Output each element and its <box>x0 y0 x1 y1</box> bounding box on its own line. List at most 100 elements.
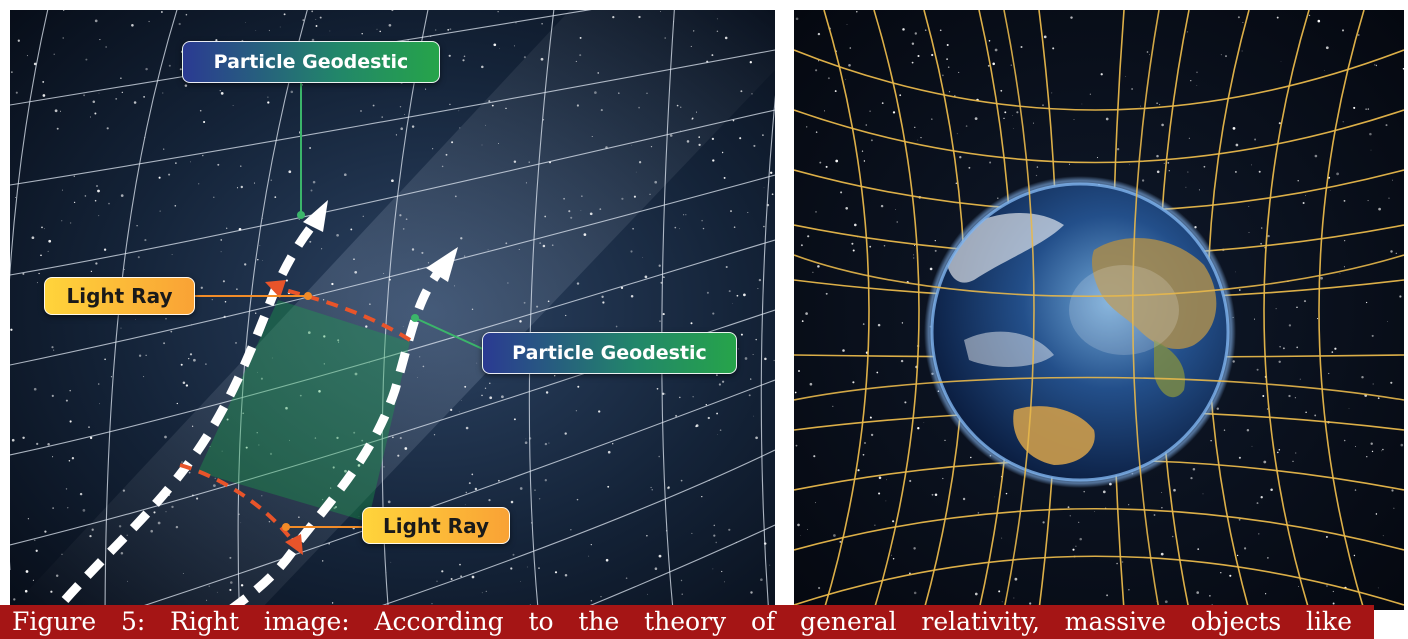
star <box>1155 601 1157 603</box>
star <box>1251 445 1253 447</box>
star <box>965 125 968 127</box>
star <box>845 206 849 210</box>
star <box>681 593 683 595</box>
star <box>38 272 40 275</box>
star <box>89 116 91 118</box>
star <box>279 26 281 28</box>
star <box>763 225 765 228</box>
asia-landmass <box>1091 238 1217 350</box>
star <box>519 320 522 323</box>
star <box>679 396 681 399</box>
star <box>917 54 920 58</box>
light-ray-top-arrowhead <box>265 280 286 298</box>
star <box>913 254 915 256</box>
geodesic-arrowhead-right <box>426 247 458 282</box>
star <box>216 591 218 593</box>
star <box>229 556 232 559</box>
star <box>861 150 864 152</box>
star <box>171 505 174 509</box>
star <box>431 603 433 605</box>
star <box>240 185 243 189</box>
star <box>712 159 715 162</box>
star-field <box>10 10 775 610</box>
star <box>1128 589 1130 591</box>
star <box>570 216 573 219</box>
star <box>61 553 63 555</box>
star <box>863 160 866 162</box>
star <box>1375 64 1378 67</box>
star <box>728 290 731 293</box>
star <box>1089 93 1091 95</box>
star <box>575 410 578 412</box>
star <box>329 30 331 32</box>
star <box>721 380 725 383</box>
star <box>350 228 353 231</box>
star <box>230 581 233 584</box>
star <box>702 227 705 230</box>
star <box>67 507 69 509</box>
star <box>31 236 35 240</box>
star <box>1190 476 1193 480</box>
star <box>459 127 461 129</box>
star <box>26 55 28 57</box>
star <box>89 436 93 440</box>
star <box>646 535 648 537</box>
star <box>1209 595 1211 597</box>
star <box>654 567 658 570</box>
star <box>381 116 383 118</box>
star <box>157 521 161 525</box>
star <box>1298 585 1299 587</box>
star <box>1392 179 1393 181</box>
star <box>851 242 854 245</box>
star <box>15 196 17 198</box>
star <box>770 171 773 174</box>
star <box>1294 397 1296 399</box>
star <box>222 280 225 283</box>
star <box>737 348 739 350</box>
star <box>110 376 113 378</box>
star <box>1241 50 1243 52</box>
star <box>968 166 971 169</box>
star <box>974 592 978 596</box>
star <box>931 118 933 120</box>
star <box>421 251 424 254</box>
star <box>240 584 244 587</box>
star <box>103 248 107 251</box>
star <box>597 72 599 74</box>
star <box>538 567 540 569</box>
star <box>199 109 202 112</box>
star <box>800 244 803 247</box>
star <box>544 479 547 482</box>
star <box>1070 16 1073 19</box>
star <box>399 106 402 108</box>
star <box>242 412 245 415</box>
star <box>730 210 732 213</box>
star <box>773 359 775 362</box>
star <box>120 327 122 329</box>
star <box>133 101 137 104</box>
star <box>1129 164 1130 166</box>
star <box>158 176 161 179</box>
star <box>221 450 223 452</box>
star <box>69 420 72 423</box>
star <box>354 372 358 376</box>
star <box>570 529 572 531</box>
star <box>148 20 150 23</box>
star <box>1167 162 1170 164</box>
star <box>42 80 45 83</box>
star <box>178 22 181 26</box>
star <box>977 512 980 514</box>
star <box>299 394 302 397</box>
star <box>1275 308 1277 310</box>
star <box>575 60 577 62</box>
star <box>258 444 260 446</box>
star <box>476 362 478 364</box>
star <box>512 553 515 556</box>
star <box>795 17 799 21</box>
star <box>1173 488 1176 492</box>
star <box>1168 170 1170 172</box>
star <box>170 330 173 333</box>
star <box>536 305 539 308</box>
star <box>200 286 203 289</box>
star <box>819 161 822 164</box>
